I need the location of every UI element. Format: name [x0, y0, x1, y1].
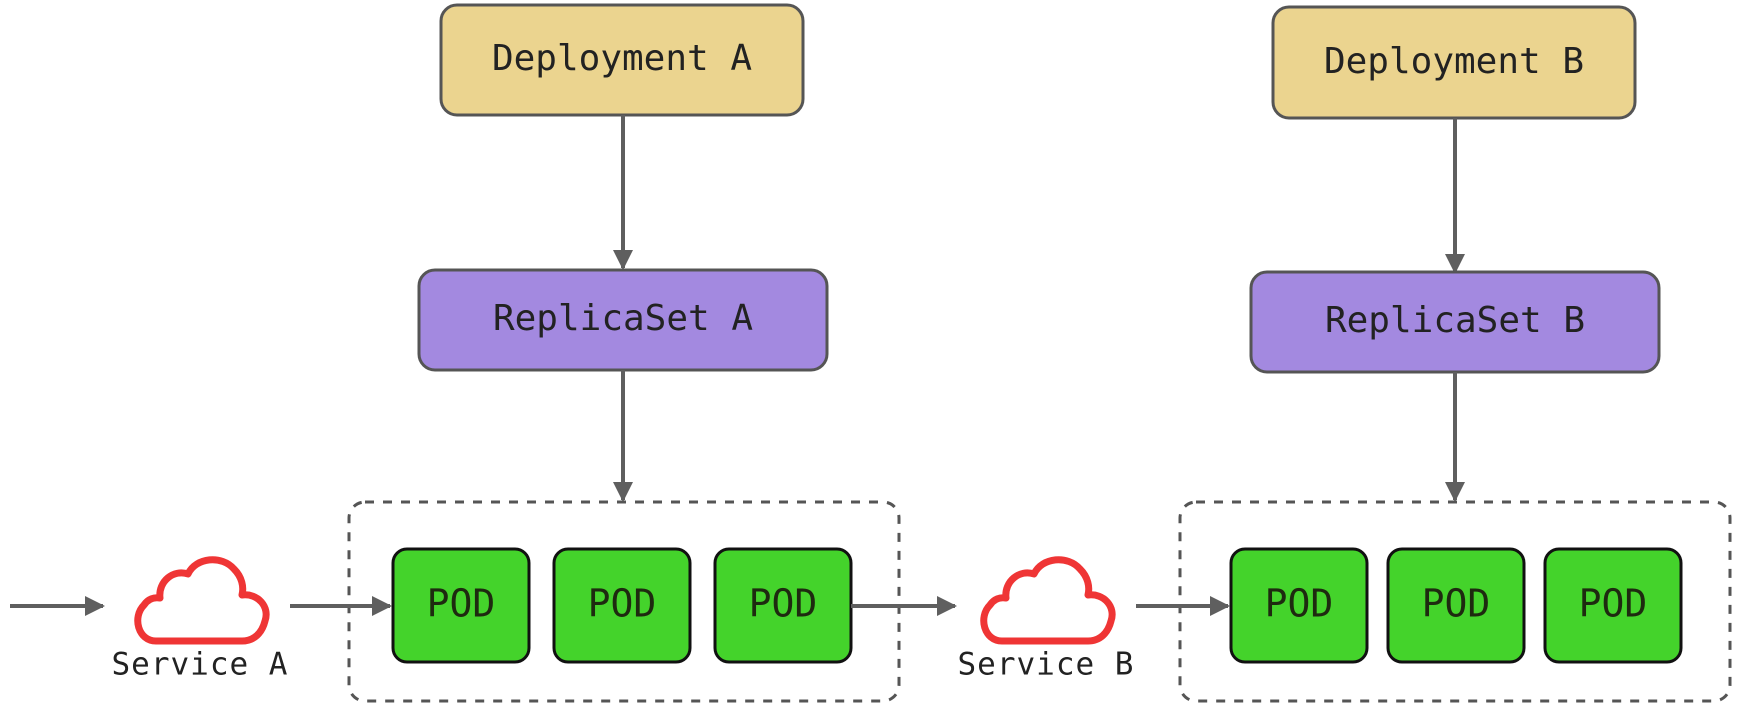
- pod-b-1-label: POD: [1265, 582, 1334, 626]
- service-a-label: Service A: [112, 647, 289, 683]
- pod-b-2: POD: [1386, 547, 1526, 664]
- pod-a-2-label: POD: [588, 582, 657, 626]
- pod-group-b: [1178, 500, 1732, 703]
- pod-b-1: POD: [1229, 547, 1369, 664]
- deployment-a-node: Deployment A: [439, 3, 805, 117]
- deployment-b-node: Deployment B: [1271, 5, 1637, 120]
- pod-b-2-label: POD: [1422, 582, 1491, 626]
- replicaset-b-node: ReplicaSet B: [1249, 270, 1661, 374]
- pod-a-1-label: POD: [427, 582, 496, 626]
- deployment-a-label: Deployment A: [492, 38, 752, 79]
- service-b-cloud-icon: [980, 556, 1116, 645]
- deployment-b-label: Deployment B: [1324, 41, 1584, 82]
- replicaset-a-node: ReplicaSet A: [417, 268, 829, 372]
- pod-a-3-label: POD: [749, 582, 818, 626]
- service-a-cloud-icon: [134, 556, 270, 645]
- pod-group-a: [347, 500, 901, 703]
- replicaset-a-label: ReplicaSet A: [493, 298, 753, 339]
- pod-a-3: POD: [713, 547, 853, 664]
- replicaset-b-label: ReplicaSet B: [1325, 300, 1585, 341]
- pod-a-1: POD: [391, 547, 531, 664]
- pod-a-2: POD: [552, 547, 692, 664]
- pod-b-3-label: POD: [1579, 582, 1648, 626]
- pod-b-3: POD: [1543, 547, 1683, 664]
- service-b-label: Service B: [958, 647, 1135, 683]
